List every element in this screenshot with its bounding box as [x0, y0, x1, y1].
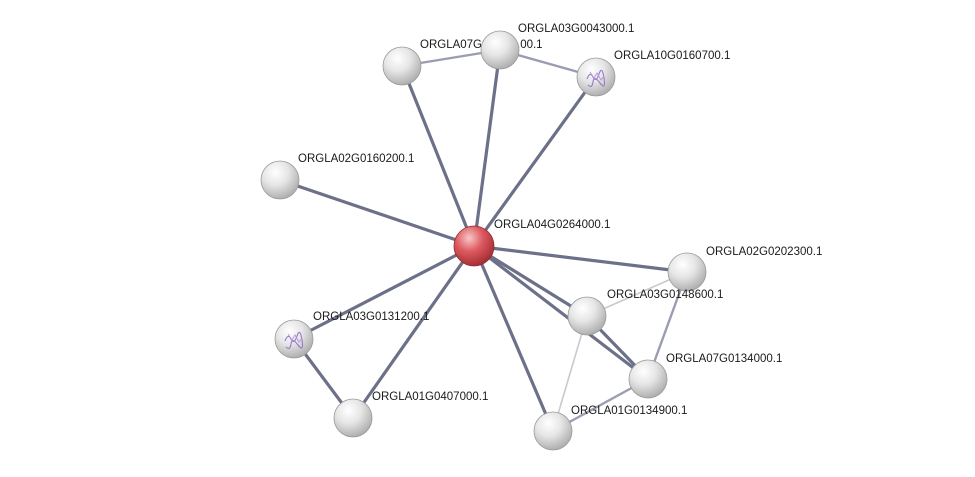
node-layer: .00.1ORGLA04G0264000.1ORGLA07G0ORGLA03G0…	[260, 23, 822, 451]
node-sphere[interactable]	[576, 57, 616, 97]
node-label-suffix: .00.1	[517, 39, 543, 51]
node-neighbor[interactable]: ORGLA03G0043000.1	[480, 23, 634, 70]
edge-6[interactable]	[472, 244, 650, 381]
node-sphere[interactable]	[274, 319, 314, 359]
edge-4[interactable]	[472, 244, 689, 274]
node-label: ORGLA03G0148600.1	[607, 289, 723, 301]
node-neighbor[interactable]: ORGLA02G0160200.1	[260, 153, 414, 200]
node-sphere[interactable]	[260, 160, 300, 200]
edge-1[interactable]	[472, 48, 502, 248]
edge-8[interactable]	[351, 244, 476, 420]
node-sphere[interactable]	[567, 296, 607, 336]
edge-15[interactable]	[552, 315, 588, 432]
protein-structure-icon	[589, 71, 605, 81]
edge-5[interactable]	[472, 244, 589, 318]
node-label: ORGLA07G0	[420, 39, 488, 51]
node-sphere[interactable]	[628, 359, 668, 399]
node-sphere[interactable]	[667, 252, 707, 292]
node-sphere[interactable]	[333, 398, 373, 438]
edge-9[interactable]	[472, 244, 555, 433]
node-sphere[interactable]	[480, 30, 520, 70]
node-label: ORGLA03G0043000.1	[518, 23, 634, 35]
edge-7[interactable]	[292, 244, 476, 341]
node-neighbor[interactable]: ORGLA07G0	[382, 39, 488, 86]
edge-0[interactable]	[400, 64, 476, 248]
protein-structure-icon	[287, 333, 303, 343]
node-neighbor[interactable]: ORGLA10G0160700.1	[576, 50, 730, 97]
node-label: ORGLA01G0407000.1	[372, 391, 488, 403]
node-neighbor[interactable]: ORGLA07G0134000.1	[628, 353, 782, 399]
node-neighbor[interactable]: ORGLA03G0148600.1	[567, 289, 723, 336]
node-query[interactable]: ORGLA04G0264000.1	[453, 219, 610, 267]
node-neighbor[interactable]: ORGLA03G0131200.1	[274, 311, 429, 359]
node-label: ORGLA01G0134900.1	[571, 405, 687, 417]
node-neighbor[interactable]: ORGLA01G0134900.1	[533, 405, 687, 451]
node-label: ORGLA02G0202300.1	[706, 246, 822, 258]
node-label: ORGLA07G0134000.1	[666, 353, 782, 365]
edge-2[interactable]	[472, 75, 598, 248]
node-label: ORGLA04G0264000.1	[494, 219, 610, 231]
node-label: ORGLA10G0160700.1	[614, 50, 730, 62]
node-sphere[interactable]	[533, 411, 573, 451]
node-sphere[interactable]	[382, 46, 422, 86]
node-label: ORGLA03G0131200.1	[313, 311, 429, 323]
node-label: ORGLA02G0160200.1	[298, 153, 414, 165]
edge-3[interactable]	[278, 178, 476, 248]
node-sphere[interactable]	[453, 225, 495, 267]
node-neighbor[interactable]: ORGLA02G0202300.1	[667, 246, 822, 292]
node-neighbor[interactable]: ORGLA01G0407000.1	[333, 391, 488, 438]
